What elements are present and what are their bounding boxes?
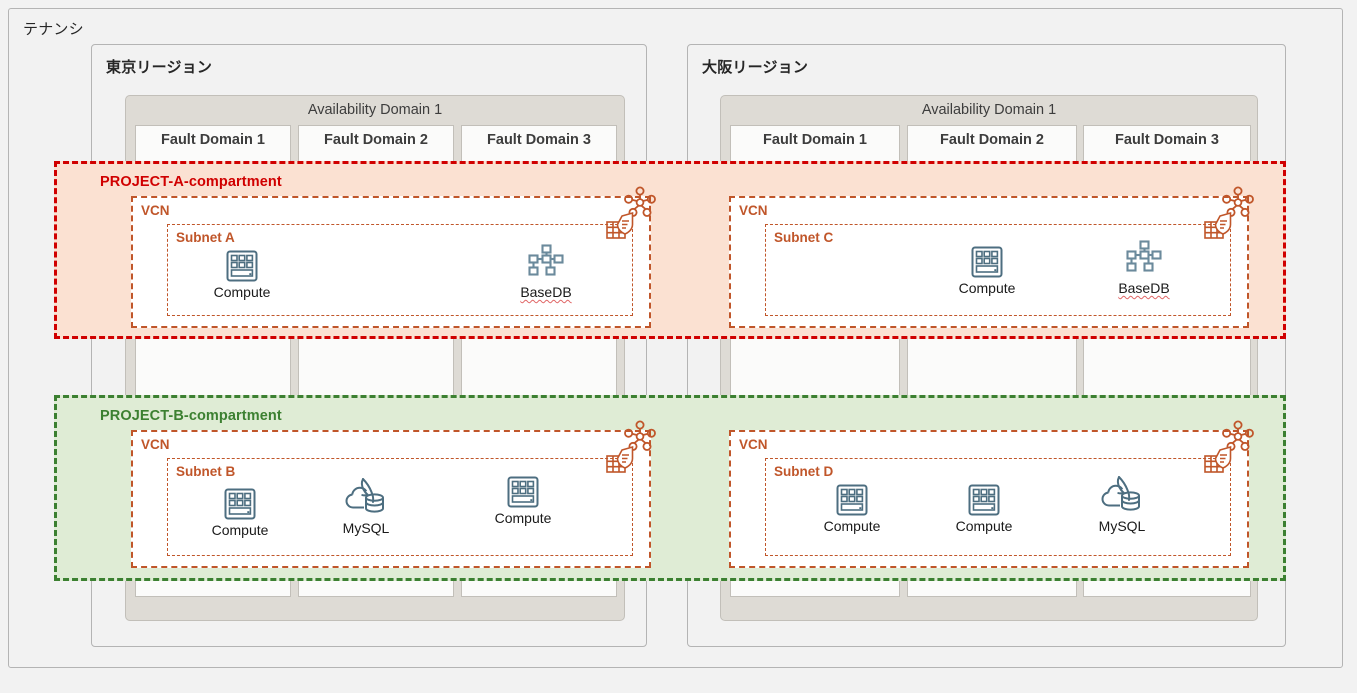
resource-mysql-label: MySQL [1098,518,1146,534]
compartment-project-a: PROJECT-A-compartment VCN Subnet A [54,161,1286,339]
subnet-b: Subnet B [167,458,633,556]
resource-mysql-label: MySQL [342,520,390,536]
mysql-icon [342,475,390,519]
subnet-b-label: Subnet B [176,464,236,479]
resource-compute-label: Compute [494,510,552,526]
security-list-icon [605,444,641,485]
fault-domain-tokyo-2-label: Fault Domain 2 [324,132,428,148]
compute-icon [506,475,540,509]
fault-domain-osaka-2-label: Fault Domain 2 [940,132,1044,148]
subnet-c-label: Subnet C [774,230,834,245]
resource-compute[interactable]: Compute [475,475,571,526]
compute-icon [223,487,257,521]
resource-basedb-label: BaseDB [520,284,572,300]
compute-icon [970,245,1004,279]
resource-basedb[interactable]: BaseDB [498,243,594,300]
compartment-project-b: PROJECT-B-compartment VCN Subnet B [54,395,1286,581]
fault-domain-osaka-1-label: Fault Domain 1 [763,132,867,148]
security-list-icon [1203,444,1239,485]
fault-domain-tokyo-3-label: Fault Domain 3 [487,132,591,148]
resource-compute[interactable]: Compute [939,245,1035,296]
basedb-icon [526,243,566,283]
tenancy-container: テナンシ 東京リージョン Availability Domain 1 Fault… [8,8,1343,668]
resource-compute[interactable]: Compute [194,249,290,300]
availability-domain-tokyo-label: Availability Domain 1 [307,102,443,118]
vcn-osaka-project-a: VCN Subnet C [729,196,1249,328]
resource-compute-label: Compute [955,518,1013,534]
network-topology-icon [621,418,659,461]
vcn-tokyo-project-b: VCN Subnet B [131,430,651,568]
resource-basedb-label: BaseDB [1118,280,1170,296]
resource-compute[interactable]: Compute [936,483,1032,534]
resource-compute-label: Compute [213,284,271,300]
security-list-icon [605,210,641,251]
tenancy-label: テナンシ [23,21,84,38]
resource-compute[interactable]: Compute [804,483,900,534]
mysql-icon [1098,473,1146,517]
resource-compute-label: Compute [823,518,881,534]
subnet-a-label: Subnet A [176,230,235,245]
vcn-tokyo-project-a-label: VCN [141,203,170,218]
resource-mysql[interactable]: MySQL [318,475,414,536]
subnet-a: Subnet A [167,224,633,316]
fault-domain-osaka-3-label: Fault Domain 3 [1115,132,1219,148]
vcn-tokyo-project-a: VCN Subnet A [131,196,651,328]
region-tokyo-label: 東京リージョン [106,59,213,76]
vcn-osaka-project-b: VCN Subnet D [729,430,1249,568]
resource-mysql[interactable]: MySQL [1074,473,1170,534]
compartment-project-a-label: PROJECT-A-compartment [100,174,282,190]
resource-compute[interactable]: Compute [192,487,288,538]
resource-basedb[interactable]: BaseDB [1096,239,1192,296]
compute-icon [225,249,259,283]
security-list-icon [1203,210,1239,251]
compartment-project-b-label: PROJECT-B-compartment [100,408,282,424]
subnet-d: Subnet D [765,458,1231,556]
compute-icon [967,483,1001,517]
compute-icon [835,483,869,517]
resource-compute-label: Compute [958,280,1016,296]
vcn-tokyo-project-b-label: VCN [141,437,170,452]
vcn-osaka-project-b-label: VCN [739,437,768,452]
resource-compute-label: Compute [211,522,269,538]
network-topology-icon [1219,418,1257,461]
basedb-icon [1124,239,1164,279]
subnet-d-label: Subnet D [774,464,834,479]
network-topology-icon [621,184,659,227]
network-topology-icon [1219,184,1257,227]
region-osaka-label: 大阪リージョン [702,59,809,76]
subnet-c: Subnet C [765,224,1231,316]
fault-domain-tokyo-1-label: Fault Domain 1 [161,132,265,148]
vcn-osaka-project-a-label: VCN [739,203,768,218]
availability-domain-osaka-label: Availability Domain 1 [921,102,1057,118]
